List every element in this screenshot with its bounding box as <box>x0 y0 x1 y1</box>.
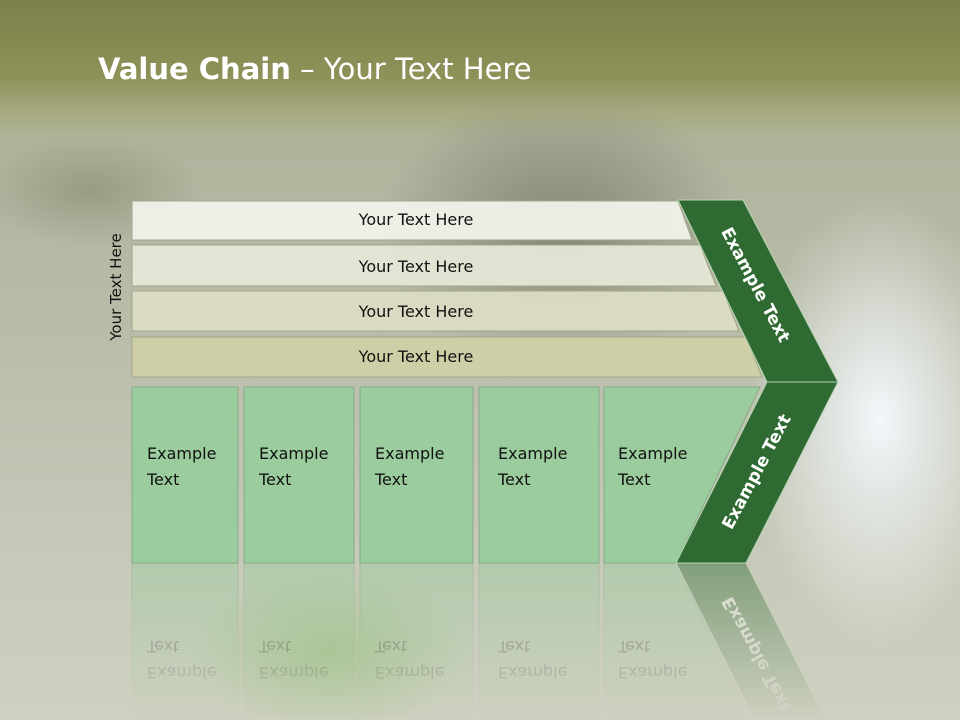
primary-box-line2: Text <box>374 470 407 489</box>
slide-title: Value Chain – Your Text Here <box>98 52 532 86</box>
primary-box-shape <box>359 386 474 564</box>
support-row-label: Your Text Here <box>358 210 474 229</box>
primary-box-line2: Text <box>258 637 291 656</box>
primary-box: Example Text <box>603 386 761 564</box>
primary-box: Example Text <box>131 386 239 564</box>
margin-chevron: Example Text Example Text <box>675 199 839 564</box>
primary-box-line2: Text <box>497 470 530 489</box>
primary-box-shape <box>131 562 239 720</box>
support-row-label: Your Text Here <box>358 302 474 321</box>
support-row-shape <box>131 200 693 241</box>
diagram-reflection: Example Text Example Text Example Text E… <box>131 562 827 720</box>
primary-box-line1: Example <box>375 444 444 463</box>
primary-box-line2: Text <box>617 637 650 656</box>
primary-box-line1: Example <box>618 444 687 463</box>
primary-box: Example Text <box>359 386 474 564</box>
primary-box: Example Text <box>359 562 474 720</box>
primary-box-shape <box>243 386 355 564</box>
primary-box-line1: Example <box>259 663 328 682</box>
reflected-primary-activities: Example Text Example Text Example Text E… <box>131 562 752 720</box>
primary-box-line2: Text <box>374 637 407 656</box>
support-row-shape <box>131 336 763 378</box>
primary-box-shape <box>359 562 474 720</box>
support-row: Your Text Here <box>131 290 740 332</box>
support-row: Your Text Here <box>131 336 763 378</box>
primary-box-line1: Example <box>147 663 216 682</box>
support-row-shape <box>131 244 717 287</box>
primary-box-line2: Text <box>617 470 650 489</box>
primary-box: Example Text <box>478 562 600 720</box>
primary-box: Example Text <box>243 386 355 564</box>
support-row-label: Your Text Here <box>358 257 474 276</box>
support-row-label: Your Text Here <box>358 347 474 366</box>
primary-box: Example Text <box>243 562 355 720</box>
primary-box-line1: Example <box>147 444 216 463</box>
primary-box-line2: Text <box>146 637 179 656</box>
primary-box-line1: Example <box>259 444 328 463</box>
primary-box-shape <box>243 562 355 720</box>
primary-box-line2: Text <box>146 470 179 489</box>
primary-box-shape <box>131 386 239 564</box>
primary-box: Example Text <box>478 386 600 564</box>
support-row: Your Text Here <box>131 244 717 287</box>
primary-box-line1: Example <box>498 444 567 463</box>
primary-box-line2: Text <box>497 637 530 656</box>
slide-title-rest: – Your Text Here <box>290 52 532 86</box>
primary-box-line2: Text <box>258 470 291 489</box>
primary-box-line1: Example <box>498 663 567 682</box>
primary-box-shape <box>478 562 600 720</box>
primary-box-line1: Example <box>618 663 687 682</box>
title-band <box>0 0 960 140</box>
slide-title-bold: Value Chain <box>98 52 291 86</box>
primary-box: Example Text <box>131 562 239 720</box>
primary-box-line1: Example <box>375 663 444 682</box>
primary-activities: Example Text Example Text Example Text E… <box>131 386 761 564</box>
support-row-shape <box>131 290 740 332</box>
support-activities: Your Text Here Your Text Here Your Text … <box>131 200 763 378</box>
reflected-chevron-shape <box>675 562 827 720</box>
support-row: Your Text Here <box>131 200 693 241</box>
primary-box-shape <box>478 386 600 564</box>
